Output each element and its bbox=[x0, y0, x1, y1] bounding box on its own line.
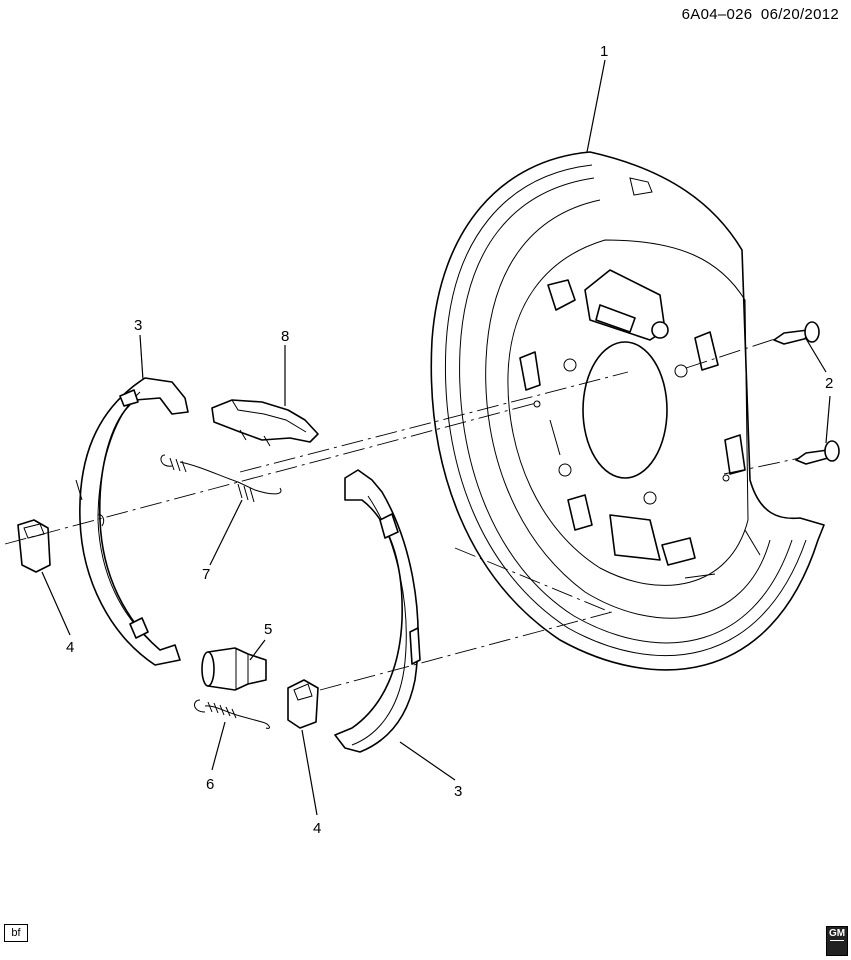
bolt-lower bbox=[795, 440, 840, 465]
author-code-box: bf bbox=[4, 924, 28, 942]
brake-shoe-left bbox=[75, 377, 189, 666]
diagram-id: 6A04–026 bbox=[681, 6, 753, 23]
parking-lever-right bbox=[287, 679, 319, 729]
adjuster-assembly bbox=[201, 647, 267, 691]
diagram-date: 06/20/2012 bbox=[760, 6, 839, 23]
gm-logo-text: GM bbox=[828, 928, 846, 939]
bolt-upper bbox=[773, 321, 820, 345]
leader-lines bbox=[41, 59, 831, 816]
callout-4-left: 4 bbox=[66, 639, 74, 656]
callout-4-right: 4 bbox=[313, 820, 321, 837]
callout-8: 8 bbox=[281, 328, 289, 345]
callout-5: 5 bbox=[264, 621, 272, 638]
backing-plate bbox=[430, 151, 825, 671]
gm-logo: GM bbox=[826, 926, 848, 956]
callout-6: 6 bbox=[206, 776, 214, 793]
return-spring-lower bbox=[194, 699, 270, 729]
author-code: bf bbox=[11, 927, 21, 939]
callout-labels: 1 2 3 8 7 5 4 6 3 4 bbox=[66, 43, 833, 837]
brake-shoe-right bbox=[334, 469, 421, 753]
callout-3-left: 3 bbox=[134, 317, 142, 334]
callout-3-right: 3 bbox=[454, 783, 462, 800]
callout-1: 1 bbox=[600, 43, 608, 60]
return-spring-upper bbox=[160, 454, 282, 503]
gm-logo-underline bbox=[830, 940, 844, 941]
assembly-centerlines bbox=[4, 337, 801, 691]
parking-lever-left bbox=[17, 519, 51, 573]
actuator-module bbox=[211, 399, 319, 447]
callout-7: 7 bbox=[202, 566, 210, 583]
callout-2: 2 bbox=[825, 375, 833, 392]
diagram-header: 6A04–026 06/20/2012 bbox=[678, 6, 839, 23]
